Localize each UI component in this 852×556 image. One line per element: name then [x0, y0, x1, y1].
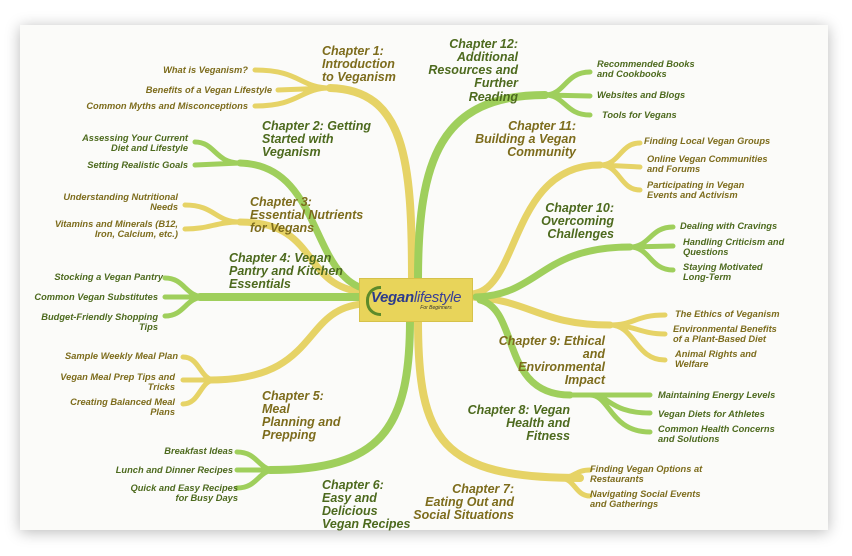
- topic-item[interactable]: Participating in Vegan Events and Activi…: [647, 180, 745, 201]
- chapter-title[interactable]: Chapter 5: Meal Planning and Prepping: [262, 389, 341, 443]
- mindmap-canvas: [20, 25, 828, 530]
- leaf-branch: [180, 354, 218, 407]
- chapter-title[interactable]: Chapter 6: Easy and Delicious Vegan Reci…: [322, 478, 411, 532]
- center-logo: Veganlifestyle For Beginners: [359, 278, 473, 322]
- topic-item[interactable]: Breakfast Ideas: [164, 446, 233, 456]
- topic-item[interactable]: Benefits of a Vegan Lifestyle: [145, 85, 272, 95]
- topic-item[interactable]: Dealing with Cravings: [680, 221, 778, 231]
- topic-item[interactable]: Handling Criticism and Questions: [683, 237, 785, 258]
- branch-chapter-2: [236, 159, 366, 292]
- topic-item[interactable]: Common Health Concerns and Solutions: [658, 424, 775, 445]
- topic-item[interactable]: Stocking a Vegan Pantry: [54, 272, 163, 282]
- chapter-title[interactable]: Chapter 3: Essential Nutrients for Vegan…: [250, 195, 364, 236]
- branch-chapter-11: [468, 161, 604, 298]
- logo-text: Veganlifestyle: [370, 289, 462, 306]
- chapter-title[interactable]: Chapter 2: Getting Started with Veganism: [262, 119, 372, 160]
- topic-item[interactable]: Common Myths and Misconceptions: [86, 101, 248, 111]
- leaf-branch: [182, 202, 243, 232]
- topic-item[interactable]: Finding Vegan Options at Restaurants: [590, 464, 703, 485]
- topic-item[interactable]: Common Vegan Substitutes: [34, 292, 158, 302]
- leaf-branch: [192, 139, 243, 168]
- leaf-branch: [567, 392, 653, 435]
- topic-item[interactable]: Assessing Your Current Diet and Lifestyl…: [82, 133, 188, 154]
- leaf-branch: [542, 69, 593, 118]
- topic-item[interactable]: Staying Motivated Long-Term: [683, 262, 763, 283]
- topic-item[interactable]: Vegan Meal Prep Tips and Tricks: [60, 372, 175, 393]
- branch-chapter-5: [206, 300, 366, 384]
- topic-item[interactable]: Recommended Books and Cookbooks: [597, 59, 695, 80]
- leaf-branch: [607, 312, 668, 363]
- branch-chapter-12: [414, 91, 549, 284]
- leaf-branch: [597, 140, 643, 193]
- topic-item[interactable]: Online Vegan Communities and Forums: [647, 154, 768, 175]
- logo-accent: lifestyle: [413, 289, 462, 306]
- leaf-branch: [557, 467, 593, 499]
- branch-chapter-7: [414, 316, 584, 482]
- topic-item[interactable]: Websites and Blogs: [597, 90, 686, 100]
- topic-item[interactable]: Sample Weekly Meal Plan: [65, 351, 178, 361]
- chapter-title[interactable]: Chapter 9: Ethical and Environmental Imp…: [498, 334, 605, 388]
- topic-item[interactable]: Budget-Friendly Shopping Tips: [41, 312, 158, 333]
- chapter-title[interactable]: Chapter 1: Introduction to Veganism: [322, 44, 396, 85]
- topic-item[interactable]: Quick and Easy Recipes for Busy Days: [130, 483, 238, 504]
- branch-chapter-6: [266, 316, 414, 474]
- topic-item[interactable]: Environmental Benefits of a Plant-Based …: [673, 324, 777, 345]
- topic-item[interactable]: The Ethics of Veganism: [675, 309, 780, 319]
- topic-item[interactable]: Understanding Nutritional Needs: [63, 192, 178, 213]
- logo-subtitle: For Beginners: [420, 305, 452, 311]
- branch-chapter-1: [326, 84, 416, 284]
- topic-item[interactable]: Setting Realistic Goals: [87, 160, 188, 170]
- chapter-title[interactable]: Chapter 4: Vegan Pantry and Kitchen Esse…: [229, 251, 343, 292]
- chapter-title[interactable]: Chapter 8: Vegan Health and Fitness: [467, 403, 570, 444]
- chapter-title[interactable]: Chapter 7: Eating Out and Social Situati…: [413, 482, 514, 523]
- topic-item[interactable]: Finding Local Vegan Groups: [644, 136, 771, 146]
- leaf-branch: [627, 224, 676, 273]
- branch-chapter-3: [236, 218, 366, 296]
- topic-item[interactable]: Creating Balanced Meal Plans: [70, 397, 175, 418]
- leaf-branch: [252, 67, 333, 109]
- topic-item[interactable]: Lunch and Dinner Recipes: [115, 465, 233, 475]
- vegan-person-icon: [366, 286, 381, 316]
- logo-main: Vegan: [370, 289, 414, 306]
- chapter-title[interactable]: Chapter 10: Overcoming Challenges: [541, 201, 614, 242]
- topic-item[interactable]: Tools for Vegans: [602, 110, 677, 120]
- topic-item[interactable]: Maintaining Energy Levels: [658, 390, 776, 400]
- chapter-title[interactable]: Chapter 11: Building a Vegan Community: [475, 119, 576, 160]
- leaf-branch: [162, 275, 208, 319]
- chapter-title[interactable]: Chapter 12: Additional Resources and Fur…: [428, 37, 518, 104]
- topic-item[interactable]: Animal Rights and Welfare: [675, 349, 757, 370]
- topic-item[interactable]: What is Veganism?: [163, 65, 248, 75]
- leaf-branch: [234, 449, 278, 491]
- branch-chapter-8: [476, 296, 574, 399]
- topic-item[interactable]: Vegan Diets for Athletes: [658, 409, 765, 419]
- branch-chapter-10: [472, 243, 634, 301]
- topic-item[interactable]: Navigating Social Events and Gatherings: [590, 489, 701, 510]
- topic-item[interactable]: Vitamins and Minerals (B12, Iron, Calciu…: [54, 219, 178, 240]
